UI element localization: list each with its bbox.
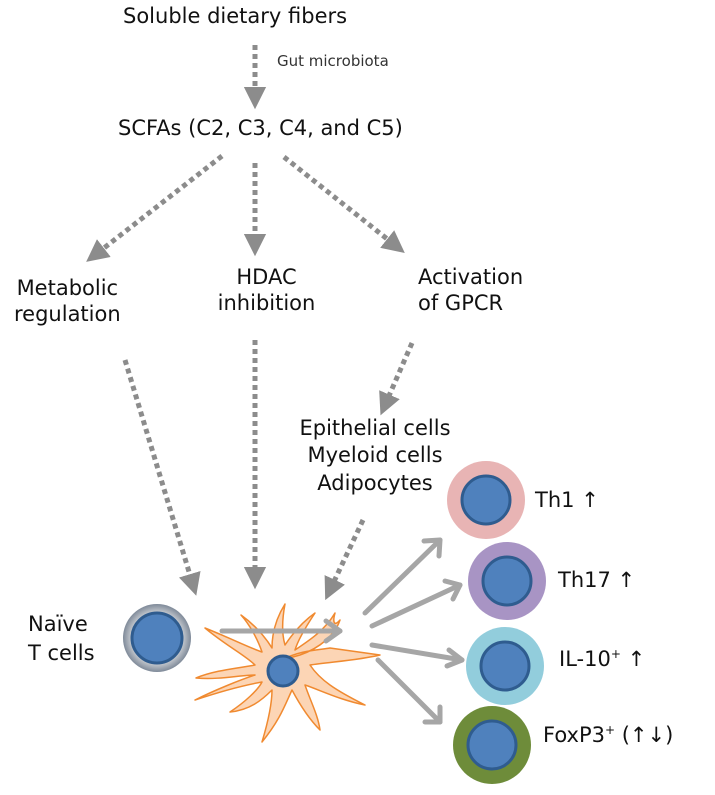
il10-sup: + [610, 647, 621, 661]
arrow-gpcr-to-cells [379, 342, 415, 416]
gpcr-line2: of GPCR [418, 291, 504, 316]
foxp3-arrow: (↑↓) [615, 723, 674, 747]
node-scfas: SCFAs (C2, C3, C4, and C5) [118, 116, 403, 140]
il10-arrow: ↑ [627, 647, 646, 671]
arrow-scfa-to-metabolic [86, 154, 224, 262]
edge-label-gut-microbiota: Gut microbiota [277, 52, 389, 70]
cell-th1 [447, 461, 525, 539]
cell-foxp3 [453, 706, 531, 784]
target-cell-myeloid: Myeloid cells [307, 443, 443, 468]
il10-name: IL-10 [559, 647, 611, 671]
node-metabolic-regulation: Metabolic regulation [14, 275, 121, 328]
arrow-scfa-to-gpcr [282, 155, 405, 253]
target-cell-epithelial: Epithelial cells [299, 416, 451, 440]
label-th17: Th17 ↑ [558, 567, 635, 593]
node-activation-gpcr: Activation of GPCR [418, 264, 523, 317]
label-th1: Th1 ↑ [535, 487, 599, 513]
cell-th17 [468, 542, 546, 620]
th17-arrow: ↑ [617, 568, 636, 592]
target-cell-adipocytes: Adipocytes [317, 470, 433, 495]
label-il10: IL-10+ ↑ [559, 646, 645, 672]
th1-name: Th1 [535, 488, 575, 512]
metabolic-line1: Metabolic [16, 276, 119, 300]
hdac-line1: HDAC [236, 265, 297, 289]
arrow-naive-to-dc [219, 618, 343, 644]
cell-il10 [466, 627, 544, 705]
th1-arrow: ↑ [581, 488, 599, 512]
arrow-dc-to-th1 [362, 537, 443, 616]
foxp3-name: FoxP3 [543, 723, 605, 747]
node-naive-t-cells: Naïve T cells [28, 610, 95, 669]
metabolic-line2: regulation [14, 302, 121, 327]
naive-line1: Naïve [28, 612, 88, 636]
arrow-cells-to-dc [324, 518, 366, 601]
arrow-dc-to-il10 [369, 642, 465, 669]
hdac-line2: inhibition [217, 291, 316, 316]
node-target-cells: Epithelial cells Myeloid cells Adipocyte… [280, 415, 470, 497]
node-hdac-inhibition: HDAC inhibition [209, 264, 324, 317]
node-soluble-dietary-fibers: Soluble dietary fibers [123, 4, 348, 28]
gpcr-line1: Activation [418, 265, 524, 289]
foxp3-sup: + [605, 723, 616, 737]
naive-line2: T cells [28, 641, 95, 666]
arrow-dc-to-foxp3 [375, 657, 443, 725]
dendritic-cell [194, 603, 381, 743]
arrow-dc-to-th17 [369, 578, 463, 629]
th17-name: Th17 [558, 568, 611, 592]
arrow-metabolic-to-dc [122, 359, 201, 596]
label-foxp3: FoxP3+ (↑↓) [543, 722, 673, 748]
naive-t-cell [123, 604, 191, 672]
